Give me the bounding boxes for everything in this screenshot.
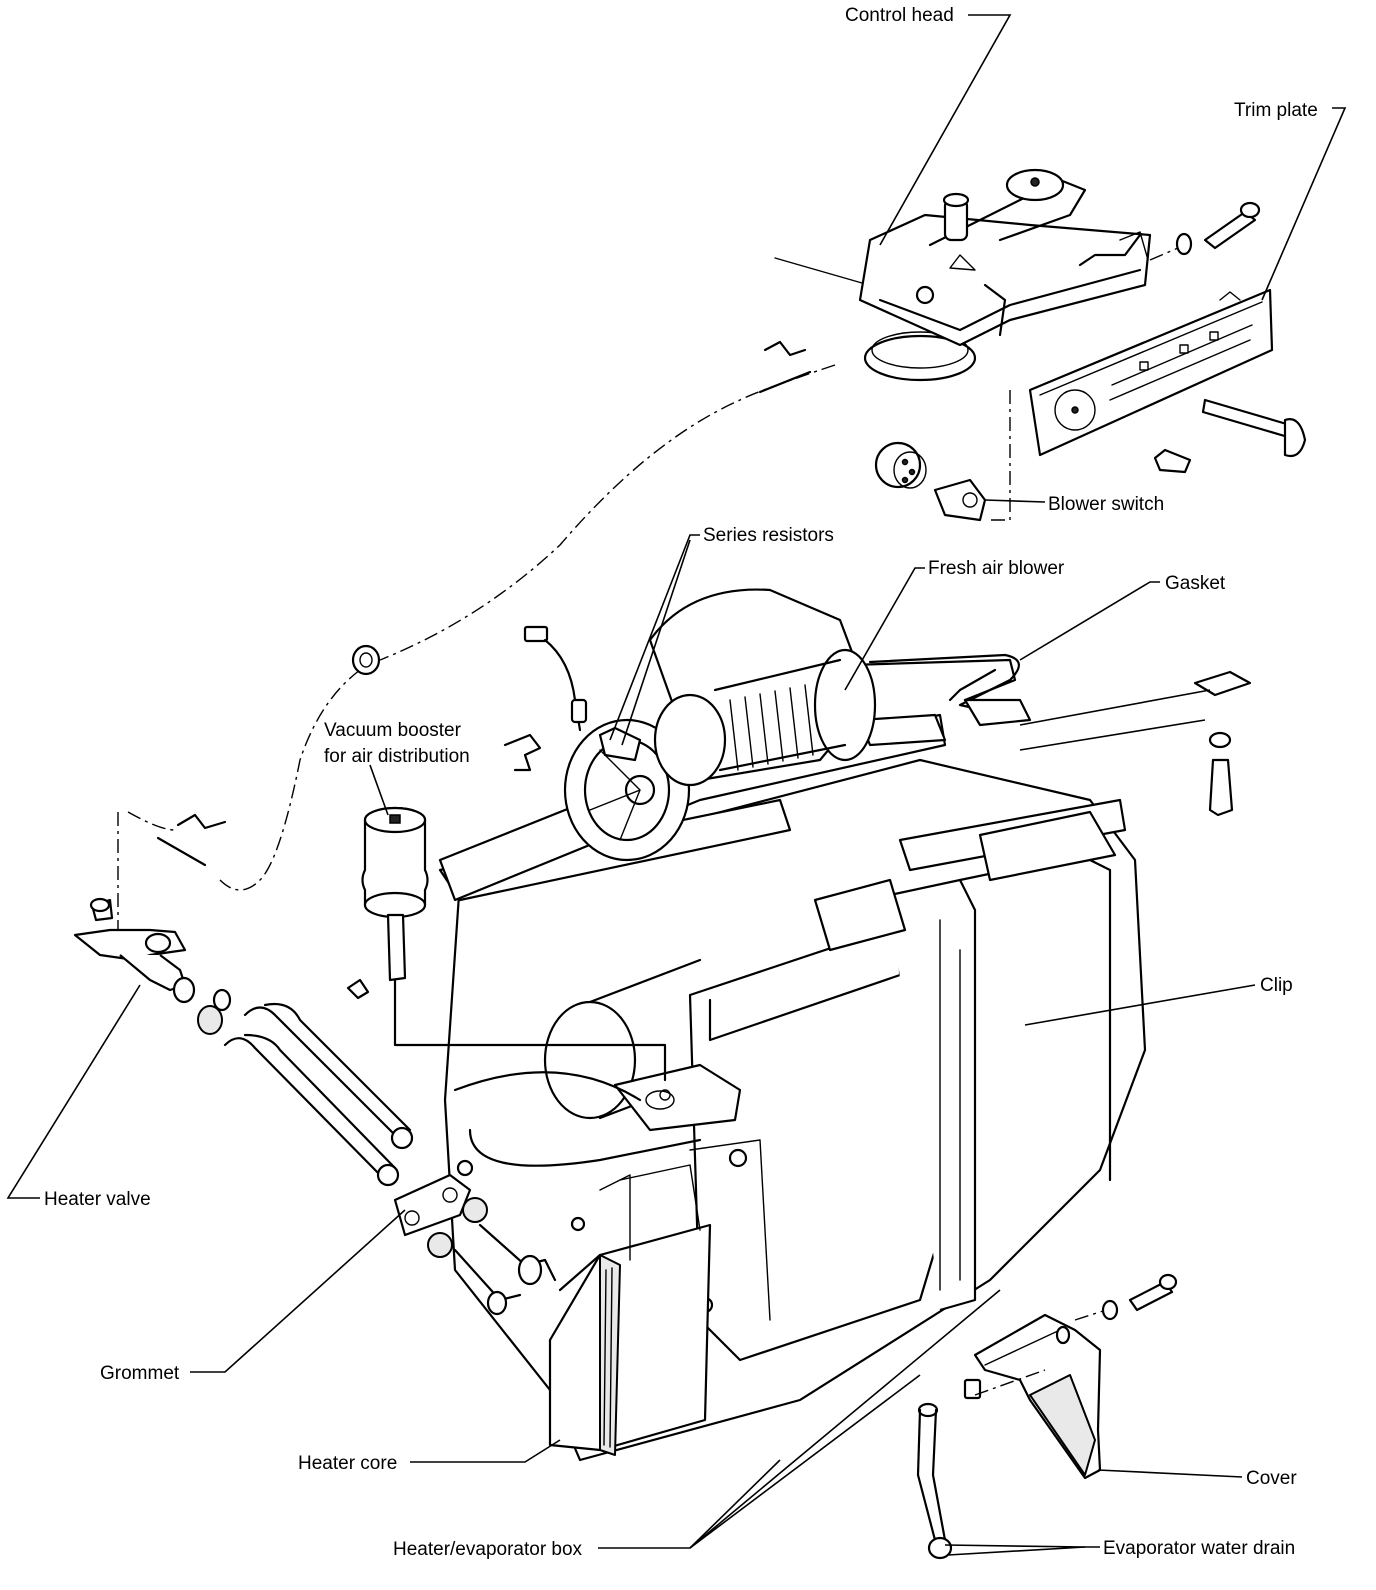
hose-clamps-part [197, 988, 488, 1258]
mounting-hardware-part [963, 670, 1252, 817]
cover-hardware-part [963, 1273, 1178, 1400]
screw-part [1175, 201, 1261, 256]
label-evaporator-water-drain: Evaporator water drain [1103, 1538, 1295, 1559]
label-vacuum-booster-line2: for air distribution [324, 746, 470, 767]
evaporator-water-drain-part [916, 1402, 953, 1560]
vacuum-booster-part [361, 806, 671, 1101]
small-clip-part [346, 978, 370, 1000]
cable-clip-left [156, 813, 227, 867]
label-trim-plate: Trim plate [1234, 100, 1318, 121]
trim-plate-part [1028, 288, 1274, 457]
label-heater-valve: Heater valve [44, 1189, 151, 1210]
label-vacuum-booster-line1: Vacuum booster [324, 720, 462, 741]
leader-lines [6, 14, 1347, 1556]
label-grommet: Grommet [100, 1363, 180, 1384]
label-cover: Cover [1246, 1468, 1297, 1489]
nut-part [351, 644, 381, 676]
knob-part [1153, 398, 1307, 474]
cable-clip-top [758, 340, 812, 394]
heater-core-part [548, 1164, 712, 1456]
fresh-air-blower-part [438, 588, 1017, 902]
label-clip: Clip [1260, 975, 1293, 996]
label-heater-core: Heater core [298, 1453, 397, 1474]
cover-part [973, 1313, 1102, 1480]
label-series-resistors: Series resistors [703, 525, 834, 546]
control-head-part [774, 168, 1152, 382]
label-blower-switch: Blower switch [1048, 494, 1164, 515]
gasket-part [868, 653, 1020, 717]
callout-labels: Control head Trim plate Blower switch Se… [44, 5, 1318, 1560]
label-fresh-air-blower: Fresh air blower [928, 558, 1065, 579]
blower-switch-part [874, 441, 987, 522]
label-control-head: Control head [845, 5, 954, 26]
grommet-part [393, 1159, 557, 1316]
heater-valve-part [73, 897, 196, 1004]
cable-routing [117, 364, 836, 935]
heater-hoses-part [223, 1002, 414, 1187]
label-gasket: Gasket [1165, 573, 1226, 594]
label-heater-evaporator-box: Heater/evaporator box [393, 1539, 583, 1560]
bracket-clip-part [503, 733, 542, 772]
